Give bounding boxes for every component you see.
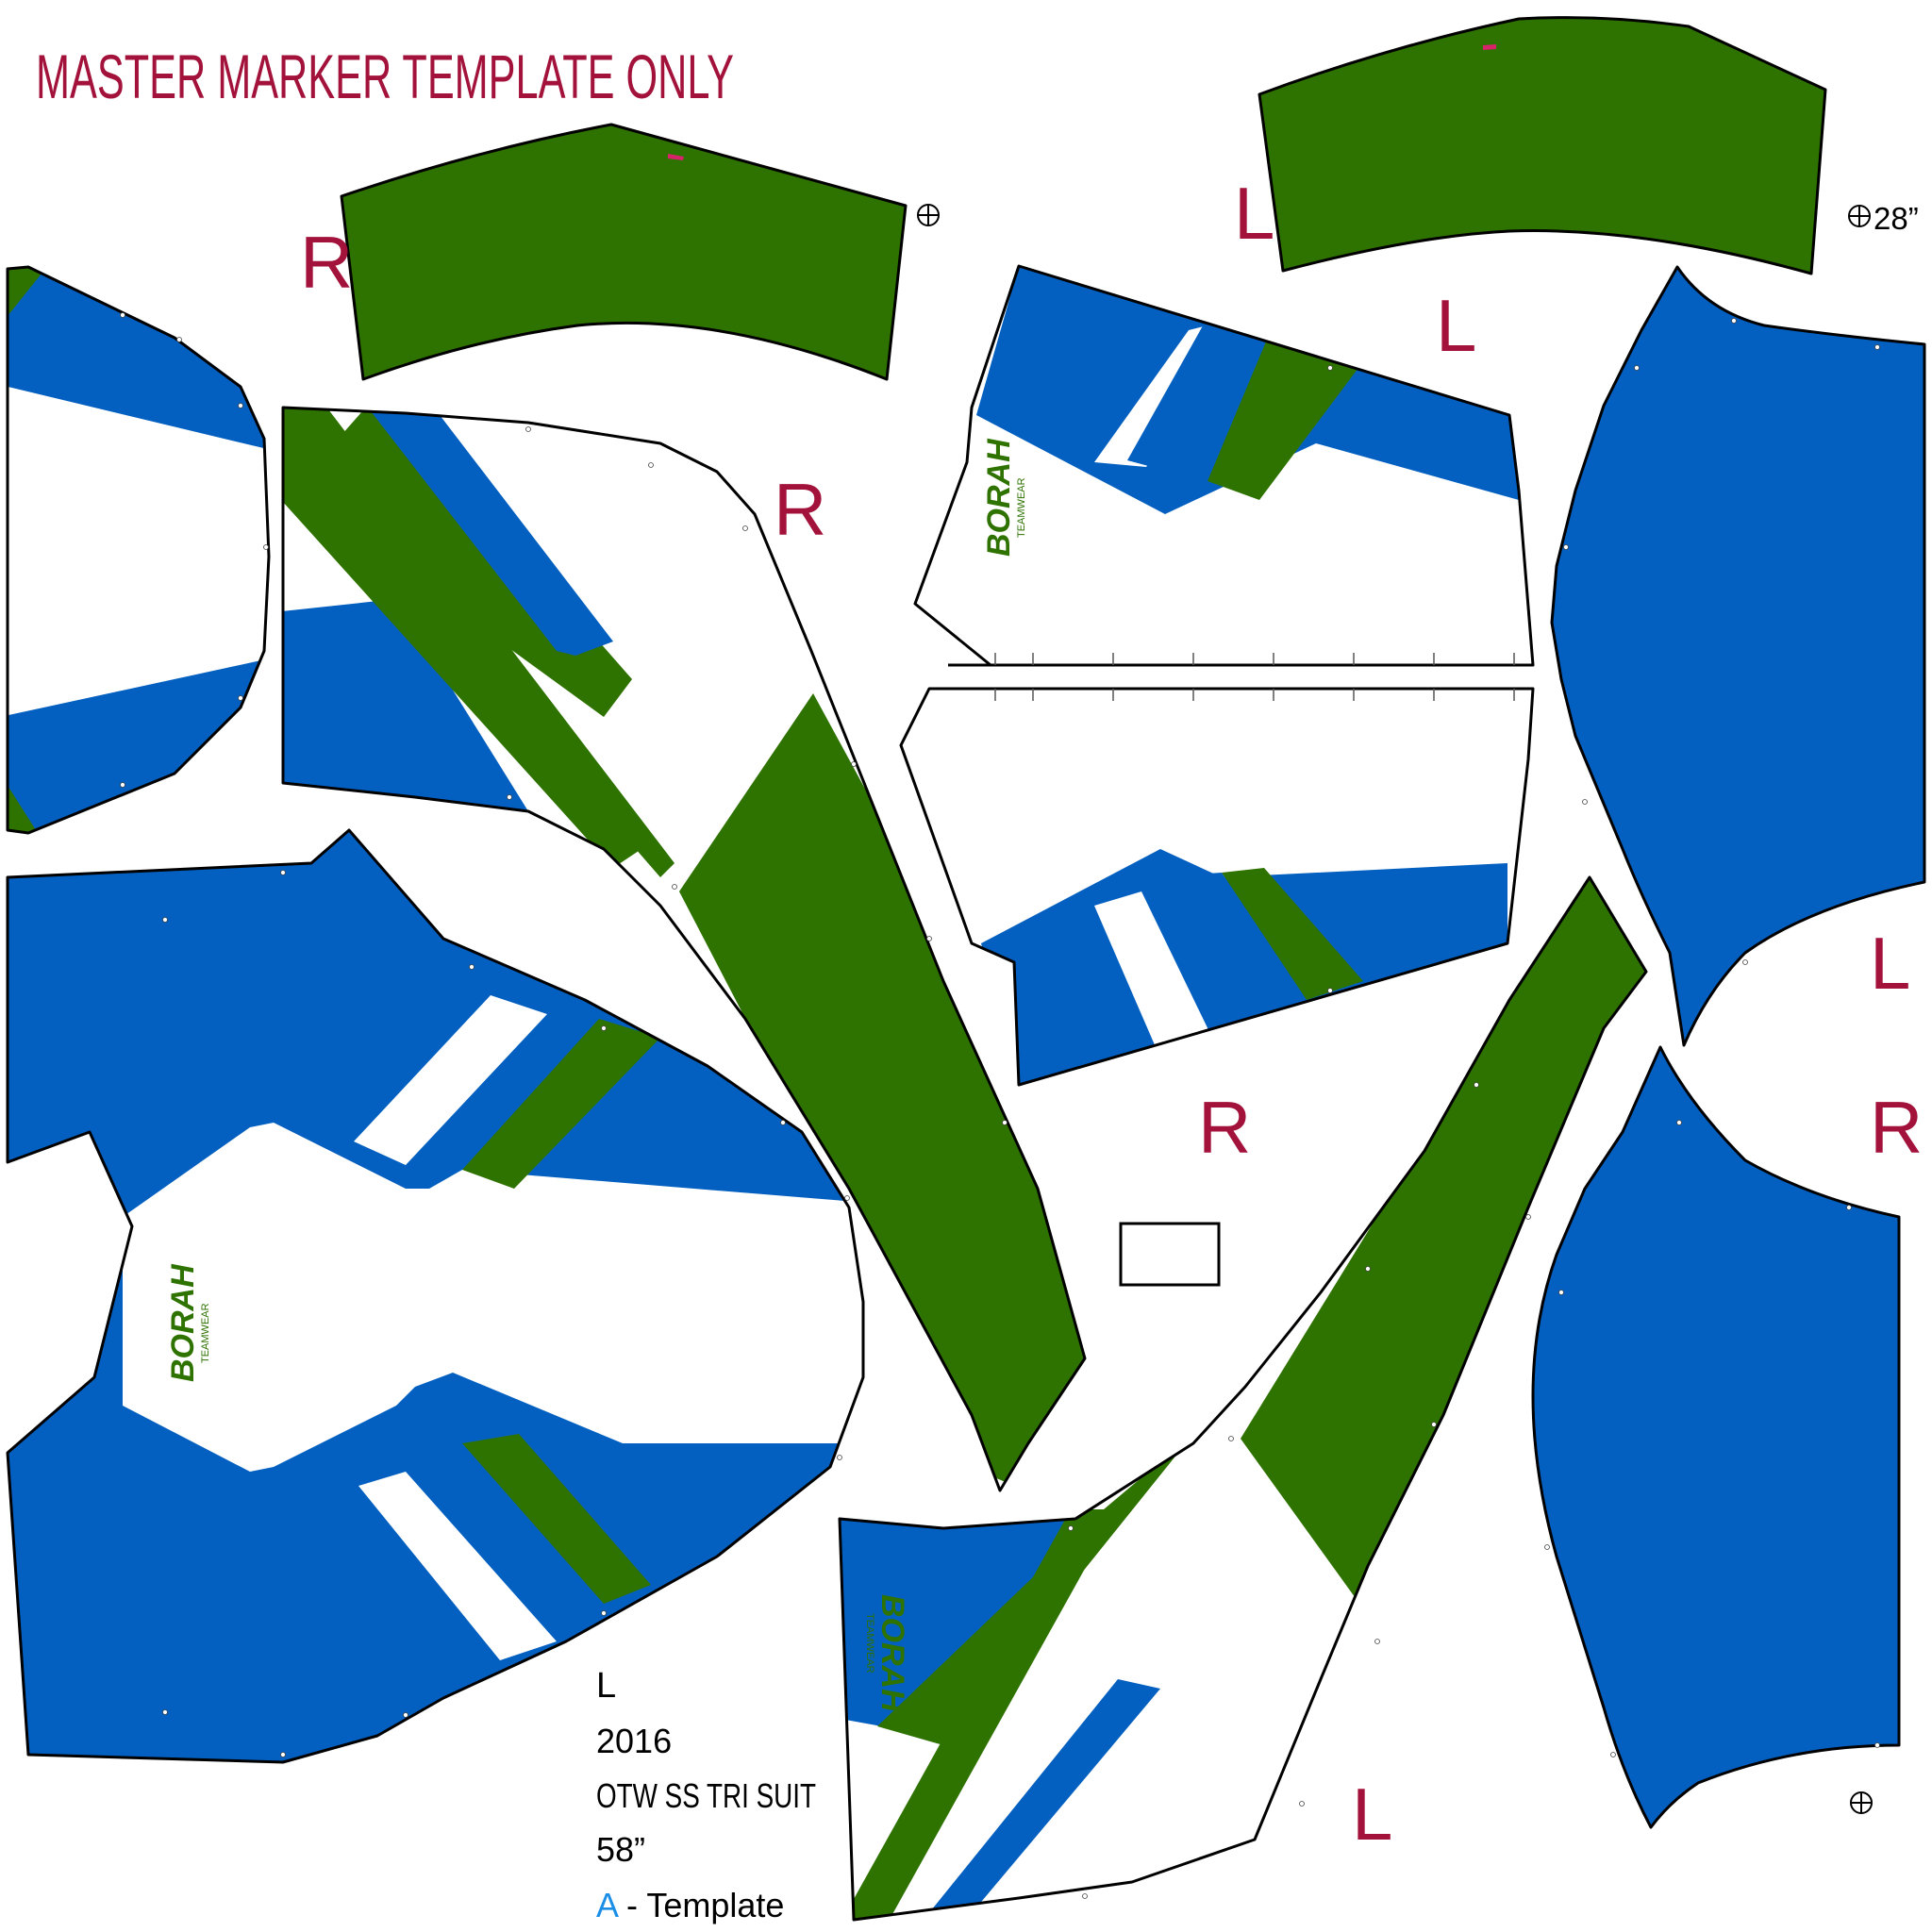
info-width: 58”	[596, 1830, 645, 1869]
info-size: L	[596, 1666, 616, 1706]
front-left-label: L	[1352, 1773, 1392, 1856]
info-product: OTW SS TRI SUIT	[596, 1776, 816, 1815]
sleeve-left-label: L	[1870, 922, 1910, 1005]
registration-target-icon	[1850, 1791, 1873, 1814]
front-right-label: R	[774, 468, 826, 551]
borah-logo-front-left: BORAH TEAMWEAR	[864, 1594, 910, 1713]
waist-band-right-label: R	[300, 221, 353, 304]
borah-logo-side-left: BORAH TEAMWEAR	[981, 438, 1027, 557]
svg-text:BORAH: BORAH	[874, 1594, 910, 1713]
notch-markers	[120, 312, 1880, 1899]
sleeve-right-piece	[1531, 1045, 1901, 1829]
info-year: 2016	[596, 1722, 672, 1760]
sleeve-left-piece	[1550, 265, 1926, 1047]
registration-target-icon	[1848, 205, 1871, 227]
side-right-label: R	[1198, 1086, 1251, 1169]
side-panel-right-piece	[899, 687, 1535, 1087]
svg-text:TEAMWEAR: TEAMWEAR	[864, 1613, 875, 1674]
sleeve-right-label: R	[1870, 1086, 1923, 1169]
label-box	[1119, 1222, 1221, 1287]
svg-text:BORAH: BORAH	[981, 438, 1017, 557]
back-panel-piece	[6, 265, 271, 835]
registration-target-icon	[917, 204, 940, 226]
waist-band-left-label: L	[1234, 172, 1274, 255]
svg-text:TEAMWEAR: TEAMWEAR	[1016, 477, 1027, 538]
page-title: MASTER MARKER TEMPLATE ONLY	[36, 42, 734, 111]
svg-text:TEAMWEAR: TEAMWEAR	[200, 1303, 211, 1363]
width-mark: 28”	[1874, 201, 1919, 236]
waist-band-right-piece	[340, 123, 908, 381]
waist-band-left-piece	[1257, 16, 1827, 275]
svg-text:BORAH: BORAH	[165, 1263, 201, 1382]
info-template: A - Template	[596, 1886, 784, 1924]
side-left-label: L	[1436, 284, 1476, 367]
borah-logo-back: BORAH TEAMWEAR	[165, 1263, 211, 1382]
